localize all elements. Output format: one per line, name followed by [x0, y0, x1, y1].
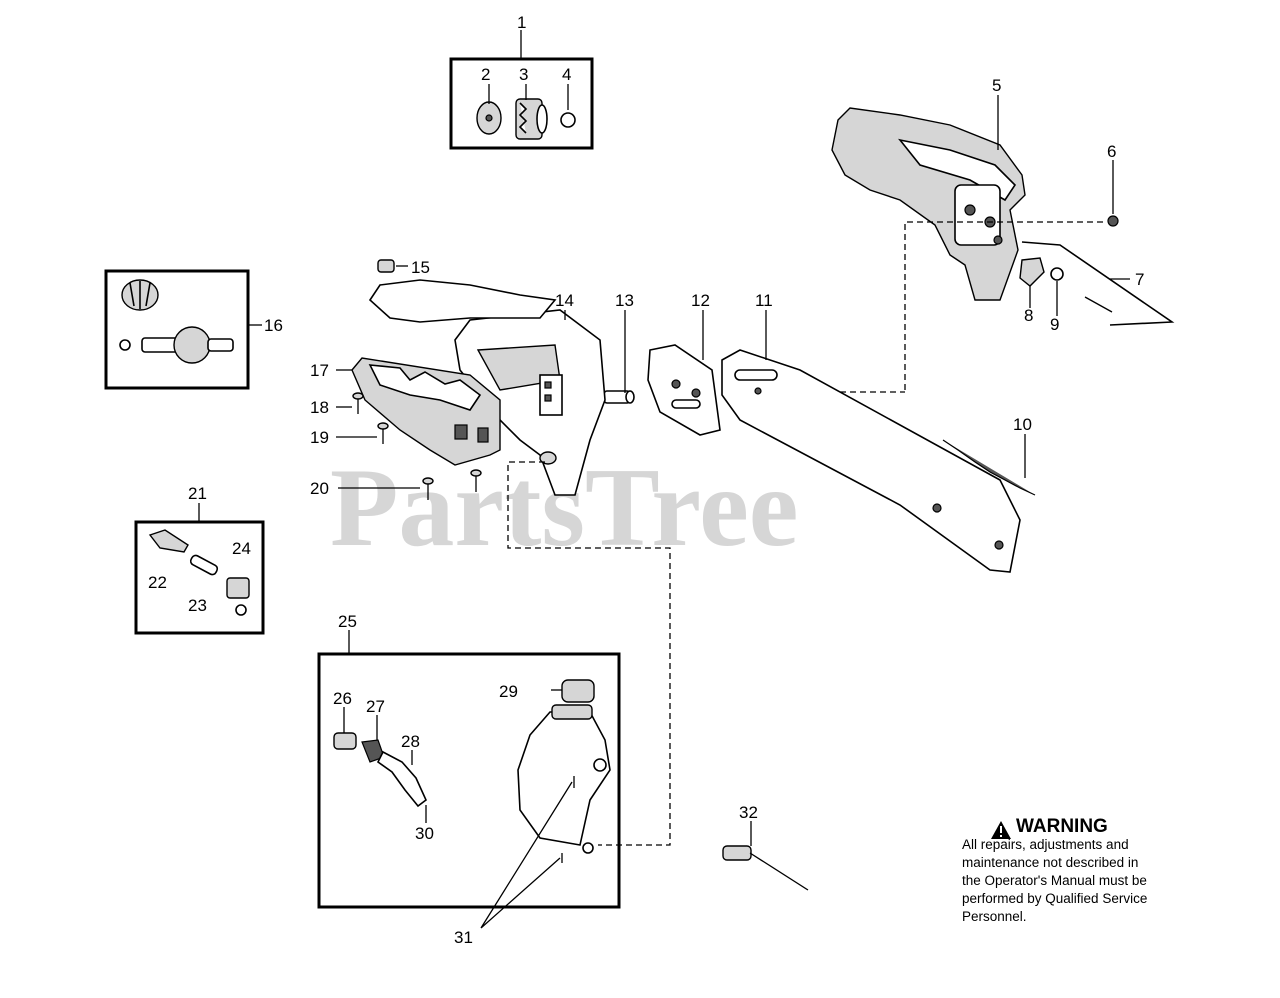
- bar-stud-part: [603, 390, 635, 404]
- callout-29: 29: [499, 682, 518, 701]
- callout-19: 19: [310, 428, 329, 447]
- warning-line-4: performed by Qualified Service: [962, 891, 1148, 906]
- callout-20: 20: [310, 479, 329, 498]
- callout-4: 4: [562, 65, 571, 84]
- e-ring-part: [560, 112, 576, 128]
- saw-chain-part: [942, 439, 1036, 496]
- callout-28: 28: [401, 732, 420, 751]
- callout-11: 11: [755, 291, 773, 310]
- callout-25: 25: [338, 612, 357, 631]
- warning-line-3: the Operator's Manual must be: [962, 873, 1147, 888]
- group-16-oil-pump: [104, 269, 250, 390]
- callout-17: 17: [310, 361, 329, 380]
- callout-31: 31: [454, 928, 473, 947]
- callout-23: 23: [188, 596, 207, 615]
- guide-bar-part: [721, 349, 1021, 573]
- callout-15: 15: [411, 258, 430, 277]
- clutch-housing-part: [351, 357, 501, 466]
- callout-2: 2: [481, 65, 490, 84]
- screw-20-part: [422, 469, 482, 500]
- callout-10: 10: [1013, 415, 1032, 434]
- group-25-oil-tank: [317, 630, 621, 929]
- callout-24: 24: [232, 539, 251, 558]
- group-21-box-parts: [134, 503, 265, 635]
- warning-line-1: All repairs, adjustments and: [962, 837, 1129, 852]
- bar-plate-part: [647, 344, 721, 436]
- callout-6: 6: [1107, 142, 1116, 161]
- group-16-box: [104, 269, 250, 390]
- callout-32: 32: [739, 803, 758, 822]
- screw-18-part: [352, 392, 364, 414]
- warning-notice: WARNING All repairs, adjustments and mai…: [962, 816, 1212, 926]
- oil-hose-part: [376, 750, 427, 808]
- callout-14: 14: [555, 291, 574, 310]
- callout-21: 21: [188, 484, 207, 503]
- warning-line-2: maintenance not described in: [962, 855, 1139, 870]
- warning-triangle-icon: [991, 821, 1011, 839]
- callout-7: 7: [1135, 270, 1144, 289]
- callout-8: 8: [1024, 306, 1033, 325]
- callout-5: 5: [992, 76, 1001, 95]
- warning-title: WARNING: [1016, 816, 1108, 837]
- callout-30: 30: [415, 824, 434, 843]
- bar-wrench-part: [722, 845, 809, 891]
- callout-13: 13: [615, 291, 634, 310]
- sprocket-part: [515, 98, 548, 140]
- nut-15-part: [377, 259, 395, 273]
- oil-cap-part: [561, 679, 595, 703]
- bar-nut-part: [1107, 215, 1119, 227]
- callout-26: 26: [333, 689, 352, 708]
- callout-3: 3: [519, 65, 528, 84]
- callout-9: 9: [1050, 315, 1059, 334]
- washer-9-part: [1050, 267, 1064, 281]
- callout-27: 27: [366, 697, 385, 716]
- adjuster-block-part: [1019, 257, 1045, 287]
- warning-line-5: Personnel.: [962, 909, 1027, 924]
- callout-1: 1: [517, 13, 526, 32]
- callout-22: 22: [148, 573, 167, 592]
- sprocket-cover-part: [831, 107, 1026, 301]
- group-25-box: [317, 652, 621, 909]
- oil-filter-part: [333, 732, 357, 750]
- callout-12: 12: [691, 291, 710, 310]
- chain-tensioner-part: [1021, 241, 1175, 326]
- callout-18: 18: [310, 398, 329, 417]
- drive-housing-part: [454, 309, 606, 496]
- top-cover-part: [368, 279, 557, 323]
- screw-19-part: [377, 422, 389, 444]
- group-1-sprocket-kit: [449, 30, 594, 150]
- callout-16: 16: [264, 316, 283, 335]
